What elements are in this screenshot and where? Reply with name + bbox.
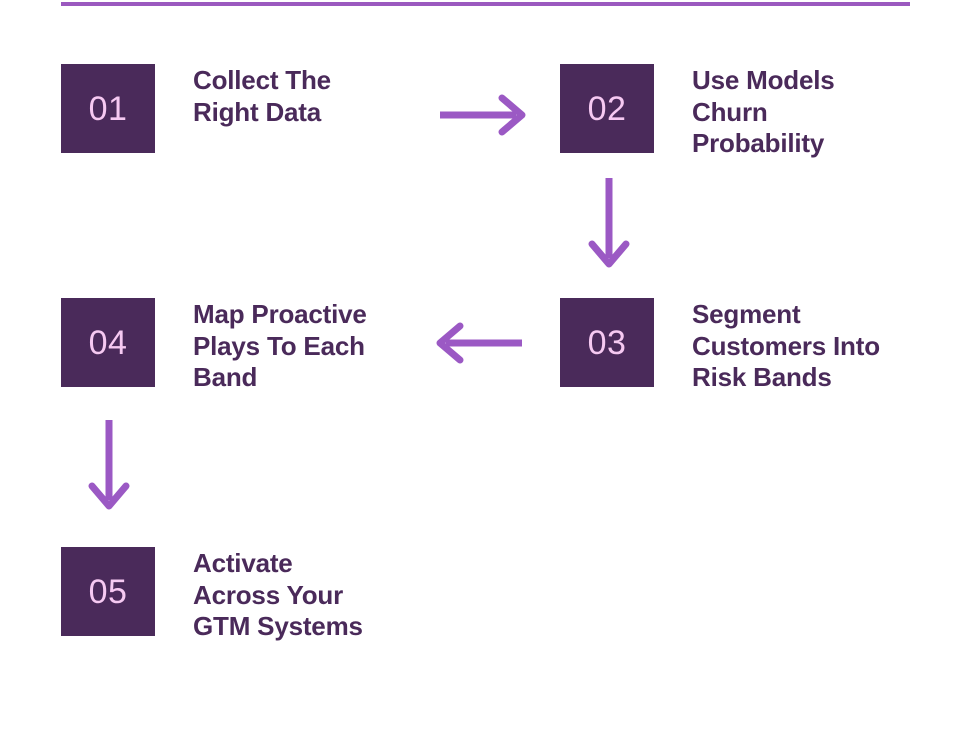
step-number-badge-04: 04 <box>61 298 155 387</box>
step-title-03: Segment Customers Into Risk Bands <box>692 299 880 393</box>
step-title-05: Activate Across Your GTM Systems <box>193 548 363 642</box>
step-number-label: 04 <box>88 323 128 362</box>
arrow-right-icon <box>438 92 530 138</box>
top-divider-rule <box>61 2 910 6</box>
step-title-01: Collect The Right Data <box>193 65 331 127</box>
arrow-down-icon <box>586 176 632 272</box>
flow-step-03: 03 Segment Customers Into Risk Bands <box>560 298 880 394</box>
flow-step-01: 01 Collect The Right Data <box>61 64 331 153</box>
step-title-02: Use Models Churn Probability <box>692 65 835 159</box>
step-number-label: 01 <box>88 89 128 128</box>
step-number-label: 05 <box>88 572 128 611</box>
step-number-badge-01: 01 <box>61 64 155 153</box>
flow-step-04: 04 Map Proactive Plays To Each Band <box>61 298 367 394</box>
arrow-down-icon <box>86 418 132 514</box>
step-number-badge-03: 03 <box>560 298 654 387</box>
step-number-badge-02: 02 <box>560 64 654 153</box>
step-number-label: 02 <box>587 89 627 128</box>
step-number-badge-05: 05 <box>61 547 155 636</box>
step-title-04: Map Proactive Plays To Each Band <box>193 299 367 393</box>
flow-step-05: 05 Activate Across Your GTM Systems <box>61 547 363 643</box>
arrow-left-icon <box>428 320 524 366</box>
step-number-label: 03 <box>587 323 627 362</box>
flow-step-02: 02 Use Models Churn Probability <box>560 64 835 160</box>
